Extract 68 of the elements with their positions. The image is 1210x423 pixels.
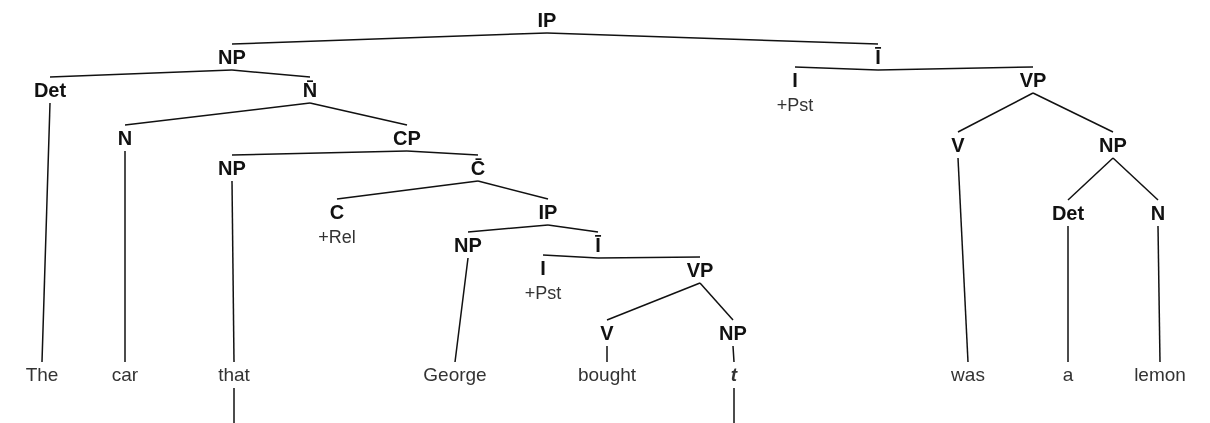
tree-branch xyxy=(877,66,1034,71)
tree-branch xyxy=(231,32,548,45)
category-label: C̄ xyxy=(469,156,487,180)
tree-branch xyxy=(49,69,233,78)
tree-branch xyxy=(454,257,469,363)
category-label: NP xyxy=(1098,133,1128,157)
tree-branch xyxy=(547,224,599,233)
tree-branch xyxy=(606,282,701,321)
category-label: N̄ xyxy=(301,78,319,102)
category-label: V xyxy=(950,133,966,157)
tree-branch xyxy=(732,345,735,363)
tree-branch xyxy=(794,66,879,71)
tree-branch xyxy=(542,254,599,259)
leaf-word: was xyxy=(950,363,986,387)
category-label: IP xyxy=(537,200,559,224)
leaf-word: a xyxy=(1061,363,1075,387)
category-label: Det xyxy=(1050,201,1086,225)
tree-branch xyxy=(597,256,701,259)
tree-branch xyxy=(41,102,51,363)
tree-branch xyxy=(1112,157,1159,201)
tree-branch xyxy=(1067,225,1069,363)
category-label: NP xyxy=(217,156,247,180)
tree-branch xyxy=(231,150,408,156)
category-label: I xyxy=(539,256,547,280)
tree-branch xyxy=(733,387,735,423)
feature-label: +Rel xyxy=(318,226,356,248)
category-label: VP xyxy=(1018,68,1048,92)
feature-label: +Pst xyxy=(776,94,814,116)
category-label: NP xyxy=(453,233,483,257)
leaf-word: lemon xyxy=(1133,363,1187,387)
tree-branch xyxy=(477,180,549,200)
leaf-word: The xyxy=(24,363,60,387)
tree-branch xyxy=(231,180,235,363)
category-label: CP xyxy=(392,126,422,150)
category-label: C xyxy=(328,200,346,224)
tree-branch xyxy=(406,150,479,156)
leaf-word: that xyxy=(217,363,251,387)
category-label: Det xyxy=(32,78,68,102)
tree-branch xyxy=(957,157,969,363)
category-label: IP xyxy=(536,8,558,32)
leaf-word: George xyxy=(422,363,488,387)
category-label: VP xyxy=(685,258,715,282)
tree-branch xyxy=(309,102,408,126)
category-label: NP xyxy=(718,321,748,345)
tree-branch xyxy=(231,69,311,78)
category-label: NP xyxy=(217,45,247,69)
leaf-word: bought xyxy=(576,363,638,387)
category-label: Ī xyxy=(874,45,882,69)
tree-branch xyxy=(957,92,1034,133)
leaf-word: car xyxy=(110,363,140,387)
tree-branch xyxy=(467,224,549,233)
tree-branch xyxy=(124,150,126,363)
tree-branch xyxy=(336,180,479,200)
tree-branch xyxy=(124,102,311,126)
category-label: Ī xyxy=(594,233,602,257)
category-label: V xyxy=(599,321,615,345)
tree-branch xyxy=(546,32,879,45)
category-label: N xyxy=(1149,201,1167,225)
leaf-word: t xyxy=(729,363,739,387)
tree-branch xyxy=(1032,92,1114,133)
tree-branch xyxy=(1067,157,1114,201)
category-label: N xyxy=(116,126,134,150)
tree-branch xyxy=(1157,225,1161,363)
tree-branch xyxy=(233,387,235,423)
tree-branch xyxy=(699,282,734,321)
feature-label: +Pst xyxy=(524,282,562,304)
tree-branch xyxy=(606,345,608,363)
category-label: I xyxy=(791,68,799,92)
